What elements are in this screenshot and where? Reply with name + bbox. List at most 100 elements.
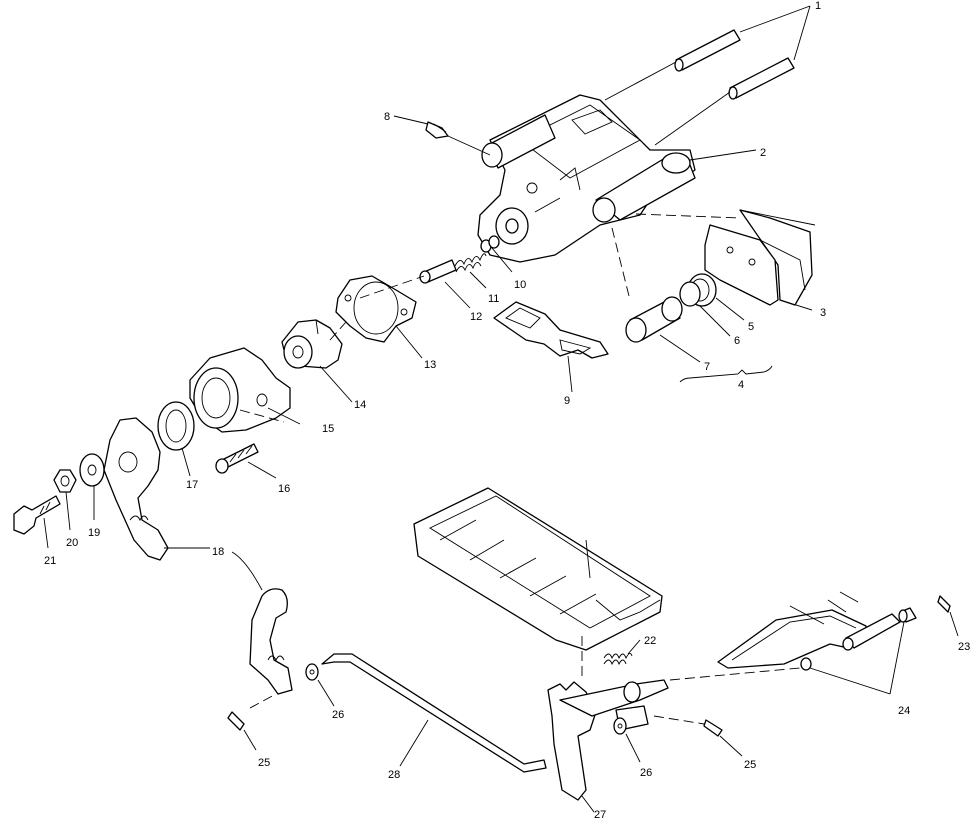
label-9: 9	[564, 395, 570, 407]
piston	[625, 296, 683, 343]
foot-plate	[717, 591, 901, 671]
axis-main-2	[329, 321, 347, 341]
leader-24b	[809, 667, 891, 695]
spring	[454, 253, 487, 273]
actuator-body	[281, 319, 343, 369]
leader-2	[689, 149, 757, 161]
leader-22	[627, 639, 641, 655]
pin-lower	[728, 57, 795, 100]
label-15: 15	[322, 423, 334, 435]
leader-1b	[793, 5, 811, 61]
drum-housing	[189, 347, 291, 433]
leader-25b	[719, 735, 743, 757]
leader-28	[399, 719, 429, 767]
hex-nut	[53, 469, 77, 493]
axis-piston	[611, 227, 631, 301]
label-11: 11	[488, 293, 499, 305]
label-20: 20	[66, 537, 78, 549]
washer-right	[613, 717, 627, 735]
hex-bolt	[13, 495, 61, 535]
leader-3b	[795, 304, 813, 311]
axis-bolt16	[239, 409, 285, 423]
leader-26a	[317, 679, 335, 707]
bushing	[898, 607, 917, 623]
label-3: 3	[820, 307, 826, 319]
leader-7	[659, 334, 701, 363]
brake-rod	[321, 653, 547, 773]
label-23: 23	[958, 641, 970, 653]
cotter-pin-left	[227, 711, 245, 731]
leader-17	[181, 447, 191, 477]
cotter-pin-right	[703, 719, 723, 737]
axis-pad	[635, 213, 741, 219]
o-rings	[480, 235, 500, 253]
label-25-right: 25	[744, 759, 756, 771]
label-26-left: 26	[332, 709, 344, 721]
leader-1a	[739, 5, 811, 33]
label-22: 22	[644, 635, 656, 647]
lever-link	[249, 588, 293, 695]
washer-left	[305, 663, 319, 681]
leader-6	[699, 305, 731, 337]
label-4: 4	[738, 379, 744, 391]
label-1: 1	[815, 0, 821, 12]
axis-foot	[669, 667, 801, 681]
brake-pedal	[547, 679, 669, 801]
axis-cotter-r	[653, 715, 705, 725]
brake-lever-plate	[103, 417, 169, 561]
leader-12	[444, 281, 471, 309]
label-25-left: 25	[258, 757, 270, 769]
retaining-clip	[937, 595, 951, 613]
axis-link	[249, 693, 277, 709]
leader-14	[319, 365, 353, 403]
label-6: 6	[734, 335, 740, 347]
label-8: 8	[384, 111, 390, 123]
label-28: 28	[388, 769, 400, 781]
caliper-housing	[477, 94, 696, 263]
leader-18b	[231, 551, 263, 591]
bleeder-screw	[425, 121, 449, 139]
plunger-pin	[419, 259, 457, 284]
leader-8top	[393, 115, 429, 125]
label-10: 10	[514, 279, 526, 291]
leader-24a	[889, 621, 905, 695]
label-17: 17	[186, 479, 198, 491]
pin-upper-axis	[604, 61, 677, 101]
leader-10	[491, 247, 513, 273]
label-21: 21	[44, 555, 56, 567]
brake-pad-assembly	[704, 209, 816, 306]
return-spring	[603, 653, 633, 666]
bracket-4	[679, 365, 773, 383]
leader-8top-b	[447, 135, 491, 156]
leader-25a	[243, 729, 257, 751]
label-14: 14	[354, 399, 366, 411]
label-27: 27	[594, 809, 606, 819]
leader-20	[65, 491, 71, 531]
leader-11	[469, 271, 487, 289]
socket-bolt	[215, 443, 259, 474]
label-18: 18	[212, 546, 224, 558]
label-7: 7	[704, 361, 710, 373]
flat-washer	[79, 453, 105, 487]
label-12: 12	[470, 311, 482, 323]
gasket	[335, 275, 417, 343]
pin-lower-axis	[654, 91, 731, 146]
label-26-right: 26	[640, 767, 652, 779]
leader-16	[247, 461, 277, 479]
leader-5	[715, 297, 745, 321]
leader-15	[267, 407, 301, 425]
leader-9	[567, 355, 573, 393]
ring-washer	[157, 401, 195, 451]
label-16: 16	[278, 483, 290, 495]
label-13: 13	[424, 359, 436, 371]
footrest-panel	[413, 487, 663, 651]
leader-21	[43, 517, 49, 549]
bracket-plate	[493, 301, 609, 359]
label-5: 5	[748, 321, 754, 333]
leader-23	[949, 611, 959, 637]
label-19: 19	[88, 527, 100, 539]
leader-27	[581, 795, 595, 813]
leader-26b	[625, 733, 641, 763]
